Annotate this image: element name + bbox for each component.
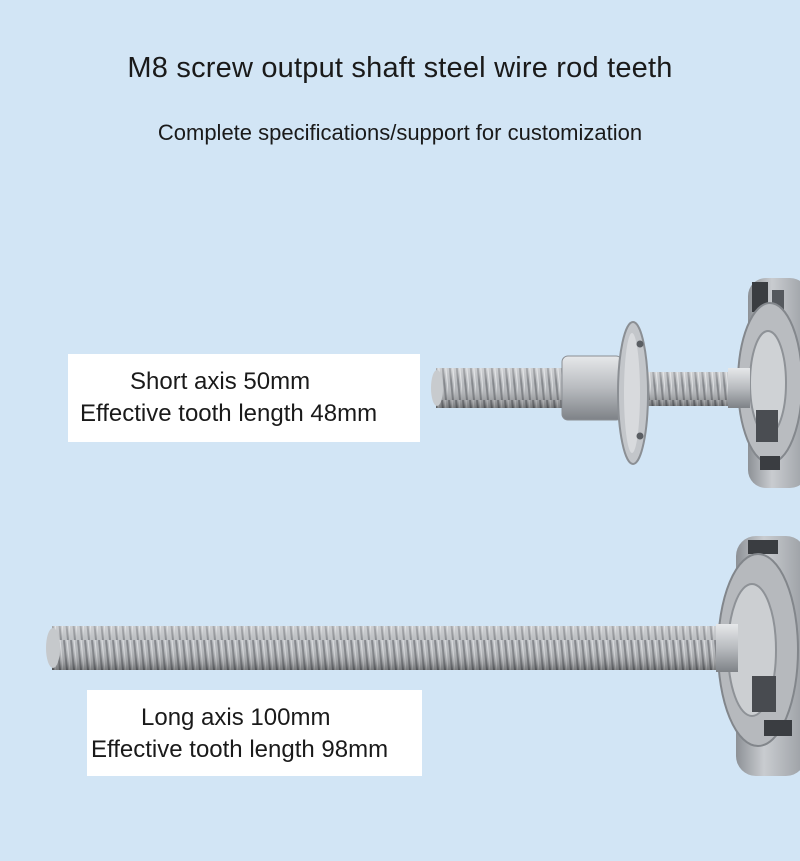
short-shaft-tooth-length: Effective tooth length 48mm <box>80 400 378 427</box>
motor-bottom <box>717 536 800 776</box>
long-shaft-length: Long axis 100mm <box>141 704 331 731</box>
long-shaft <box>46 624 738 672</box>
short-shaft-length: Short axis 50mm <box>130 368 311 395</box>
long-shaft-tooth-length: Effective tooth length 98mm <box>91 736 389 763</box>
page-title: M8 screw output shaft steel wire rod tee… <box>127 52 673 84</box>
motor-top <box>737 278 800 488</box>
long-shaft-label: Long axis 100mm Effective tooth length 9… <box>87 690 422 776</box>
short-shaft-label: Short axis 50mm Effective tooth length 4… <box>68 354 420 442</box>
page-subtitle: Complete specifications/support for cust… <box>157 120 643 145</box>
short-shaft <box>431 321 750 465</box>
